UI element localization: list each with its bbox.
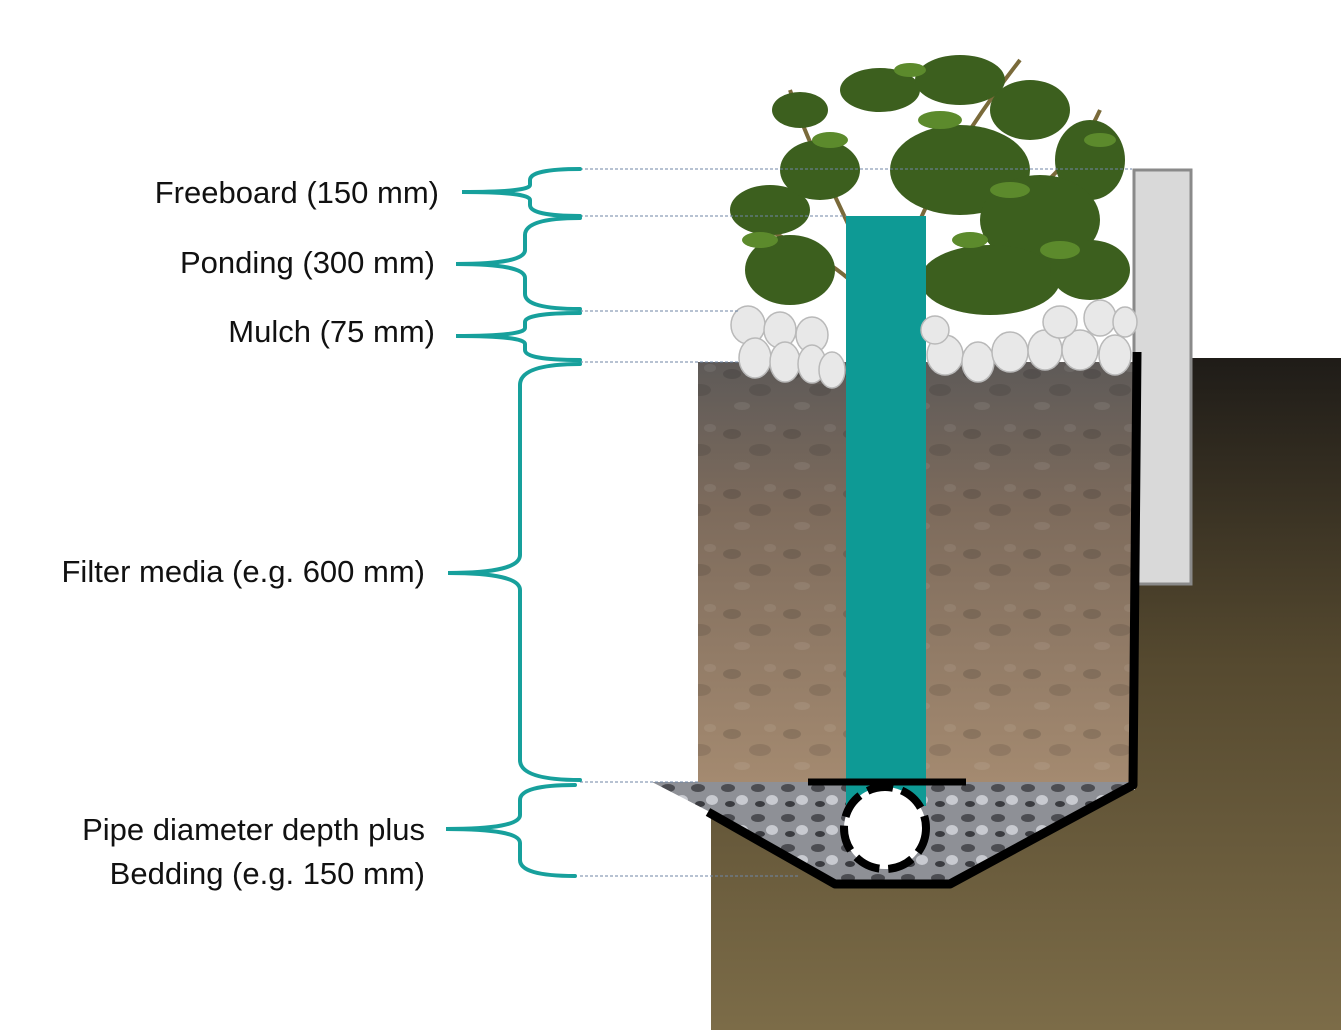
label-mulch: Mulch (75 mm) — [228, 314, 435, 349]
label-pipe-line1: Pipe diameter depth plus — [82, 812, 425, 847]
mulch-pebbles — [730, 299, 1138, 389]
brace-freeboard — [461, 167, 582, 218]
brace-bedding — [445, 783, 577, 878]
impermeable-liner — [705, 351, 1142, 889]
perforated-pipe — [840, 783, 930, 873]
plant — [730, 55, 1130, 332]
kerb — [1132, 168, 1193, 586]
label-freeboard: Freeboard (150 mm) — [154, 175, 439, 210]
dimension-guides — [580, 168, 1132, 877]
brace-ponding — [455, 216, 582, 311]
label-filter-media: Filter media (e.g. 600 mm) — [61, 554, 426, 589]
label-ponding: Ponding (300 mm) — [179, 245, 435, 280]
label-pipe-line2: Bedding (e.g. 150 mm) — [109, 856, 425, 891]
brace-filter — [447, 362, 582, 782]
brace-mulch — [455, 311, 582, 362]
